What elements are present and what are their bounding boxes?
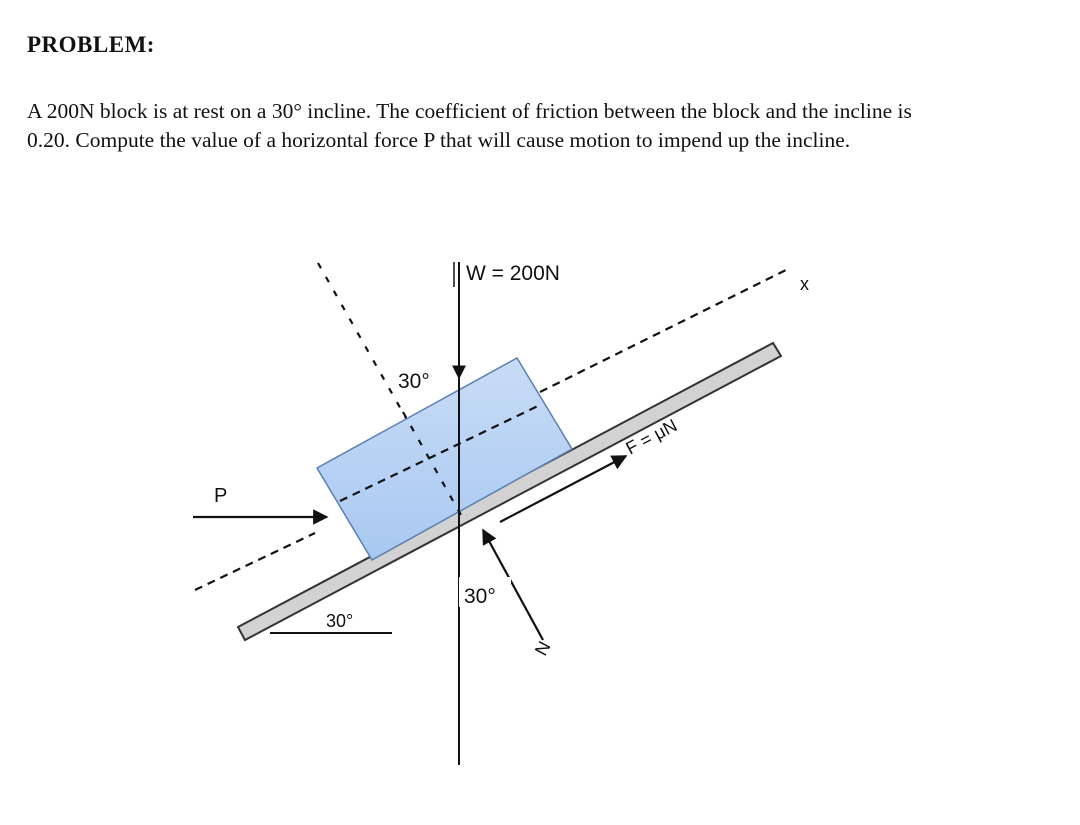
- friction-arrow: [499, 455, 628, 523]
- problem-statement-line-1: A 200N block is at rest on a 30° incline…: [27, 99, 912, 123]
- force-p-label: P: [214, 485, 227, 507]
- y-axis-over-block: [402, 411, 462, 516]
- lower-dashed-line: [194, 532, 316, 591]
- block-centerline-over-block: [339, 404, 541, 502]
- block: [315, 356, 574, 562]
- inclined-plane: [236, 341, 783, 642]
- normal-force-label: N: [531, 638, 555, 659]
- base-angle-label: 30°: [326, 611, 353, 631]
- top-angle-label: 30°: [398, 370, 430, 393]
- problem-statement: A 200N block is at rest on a 30° incline…: [27, 97, 1072, 155]
- axis-x-label: x: [800, 274, 809, 294]
- problem-heading: PROBLEM:: [27, 32, 155, 57]
- normal-force-arrow: [482, 528, 544, 641]
- weight-label: W = 200N: [466, 262, 560, 285]
- normal-angle-label-box: [459, 577, 511, 607]
- normal-angle-label: 30°: [464, 585, 496, 608]
- problem-statement-line-2: 0.20. Compute the value of a horizontal …: [27, 128, 851, 152]
- x-axis-dashed-line: [539, 267, 791, 393]
